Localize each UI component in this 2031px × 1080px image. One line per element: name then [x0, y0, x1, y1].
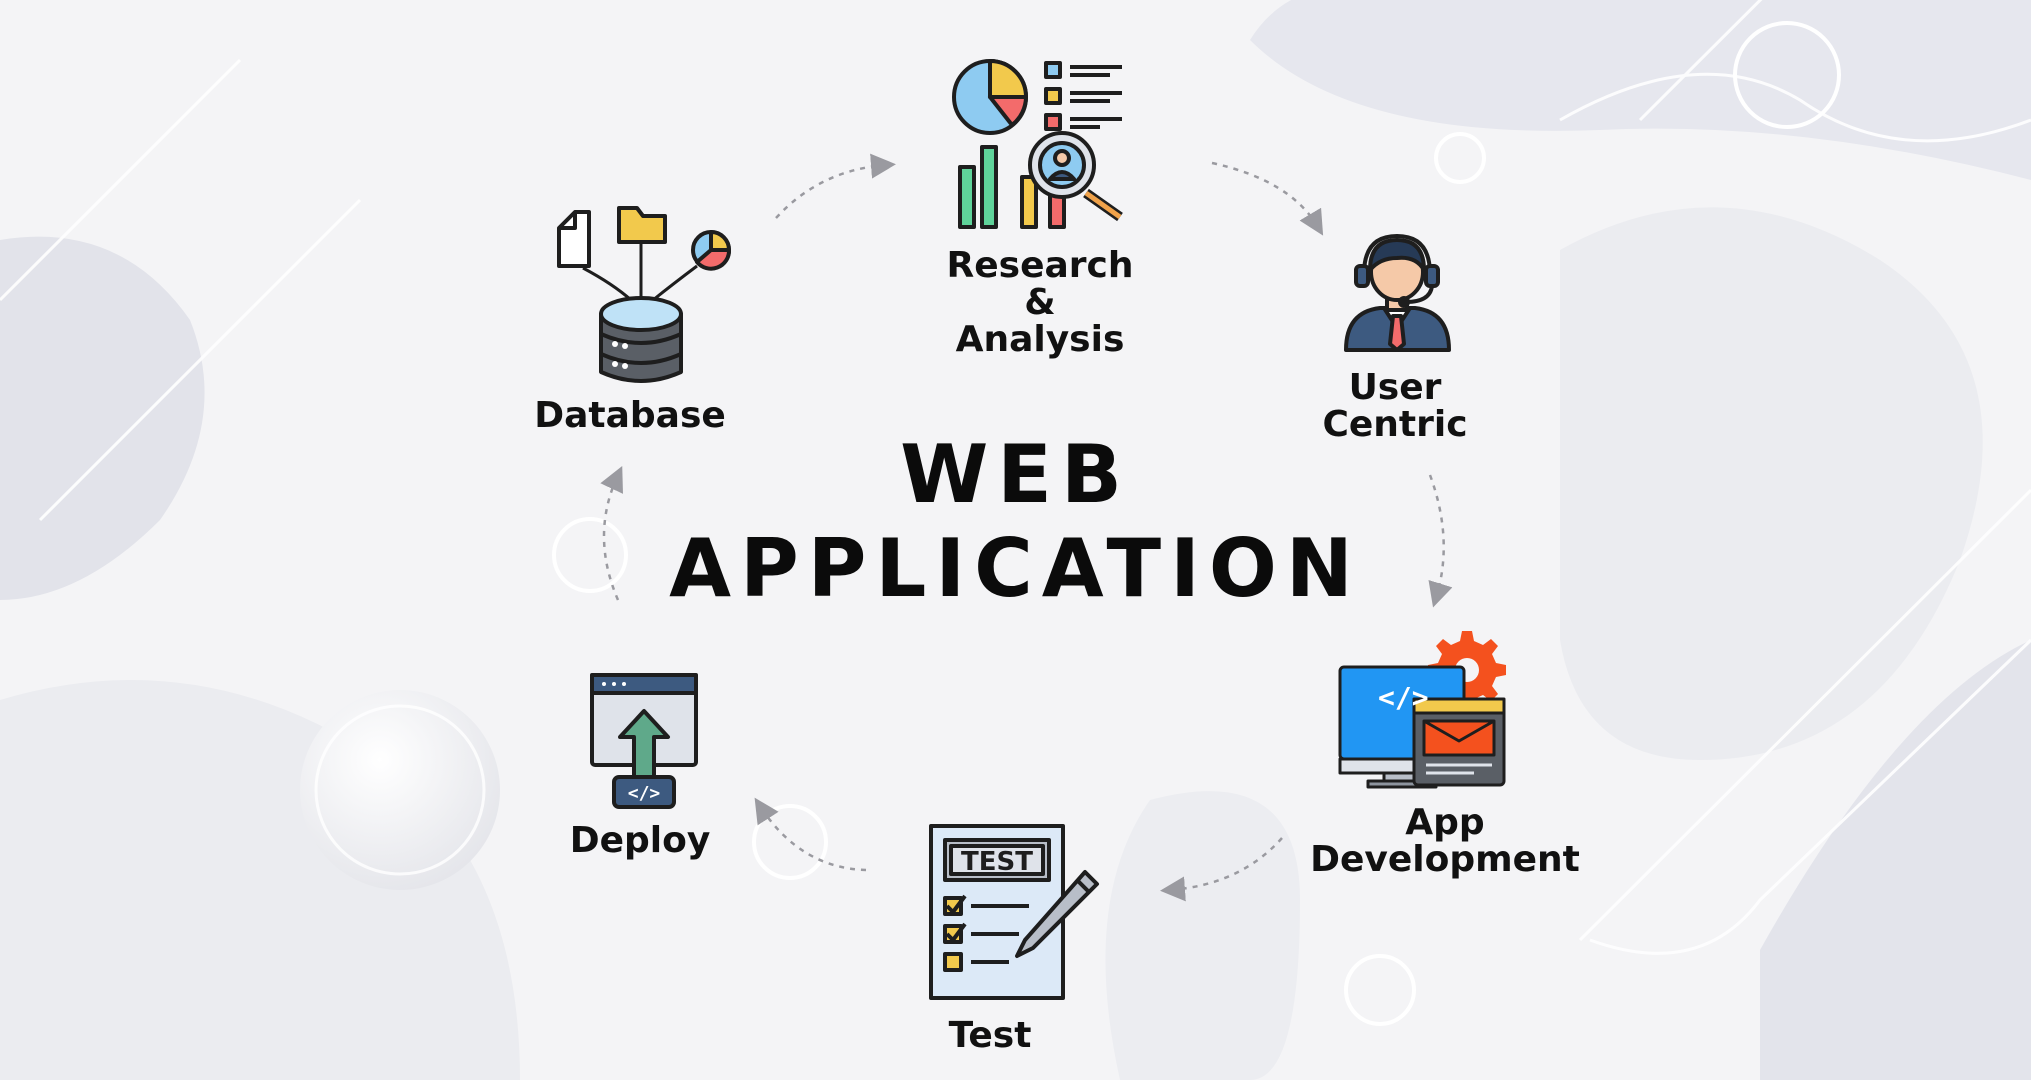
label-deploy: Deploy: [560, 822, 720, 859]
label-user: User Centric: [1290, 369, 1500, 443]
label-appdev-line1: App: [1405, 802, 1485, 843]
title-line-1: WEB: [900, 428, 1131, 521]
arrow-test-to-deploy: [754, 797, 867, 872]
label-user-line2: Centric: [1322, 404, 1468, 445]
label-test-line1: Test: [948, 1015, 1032, 1056]
research-analysis-icon: [952, 59, 1123, 229]
app-dev-code-tag: </>: [1378, 681, 1429, 714]
label-database-line1: Database: [534, 395, 726, 436]
app-development-icon: </>: [1338, 631, 1506, 789]
arrow-database-to-research: [775, 153, 896, 219]
arrow-research-to-user: [1211, 161, 1324, 236]
label-user-line1: User: [1348, 367, 1442, 408]
document-icon: [557, 210, 591, 268]
deploy-code-tag: </>: [628, 783, 661, 804]
arrow-deploy-to-database: [600, 465, 623, 601]
database-icon: [557, 206, 732, 383]
folder-icon: [617, 206, 667, 244]
label-research-line1: Research &: [946, 245, 1134, 323]
pie-chart-icon: [691, 230, 732, 271]
test-badge-text: TEST: [961, 847, 1033, 877]
support-agent-icon: [1344, 234, 1451, 352]
label-appdev-line2: Development: [1310, 839, 1580, 880]
deploy-window-icon: </>: [590, 673, 698, 809]
test-sheet-icon: TEST: [929, 824, 1099, 1000]
arrow-appdev-to-test: [1160, 837, 1283, 902]
title-line-2: APPLICATION: [669, 522, 1362, 615]
label-appdev: App Development: [1300, 804, 1590, 878]
label-research-line2: Analysis: [955, 319, 1125, 360]
label-test: Test: [900, 1017, 1080, 1054]
arrow-user-to-appdev: [1428, 474, 1453, 608]
label-database: Database: [530, 397, 730, 434]
label-research: Research & Analysis: [930, 247, 1150, 358]
label-deploy-line1: Deploy: [569, 820, 711, 861]
